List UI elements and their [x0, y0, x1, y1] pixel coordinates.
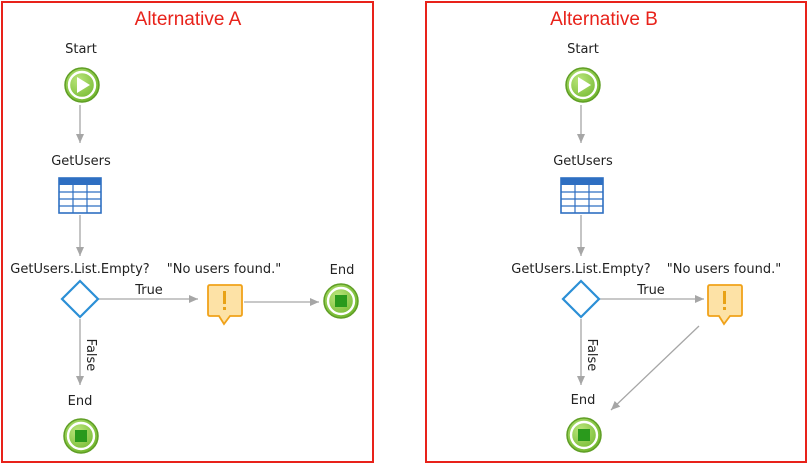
end-node-right-icon[interactable]	[323, 283, 359, 319]
condition-label: GetUsers.List.Empty?	[511, 262, 650, 277]
aggregate-table-icon[interactable]	[58, 177, 102, 214]
true-branch-label: True	[636, 283, 665, 298]
decision-diamond-icon[interactable]	[60, 279, 100, 319]
message-label: "No users found."	[167, 262, 281, 277]
true-branch-label: True	[134, 283, 163, 298]
condition-label: GetUsers.List.Empty?	[10, 262, 149, 277]
alternative-a-panel: Alternative A Start GetUsers GetUsers.Li…	[1, 1, 374, 463]
aggregate-table-icon[interactable]	[560, 177, 604, 214]
panel-title: Alternative A	[135, 9, 242, 30]
message-warning-icon[interactable]	[207, 284, 243, 326]
end-right-label: End	[330, 263, 355, 278]
alternative-a-flow: Alternative A Start GetUsers GetUsers.Li…	[10, 9, 359, 454]
message-warning-icon[interactable]	[707, 284, 743, 326]
alternative-b-flow: Alternative B Start GetUsers GetUsers.Li…	[511, 9, 781, 453]
false-branch-label: False	[83, 339, 98, 372]
start-label: Start	[65, 42, 97, 57]
connector-message-to-end	[610, 325, 700, 411]
false-branch-label: False	[584, 339, 599, 372]
decision-diamond-icon[interactable]	[561, 279, 601, 319]
end-bottom-label: End	[68, 394, 93, 409]
start-node-icon[interactable]	[64, 67, 100, 103]
alternative-b-panel: Alternative B Start GetUsers GetUsers.Li…	[425, 1, 807, 463]
start-label: Start	[567, 42, 599, 57]
end-bottom-label: End	[571, 393, 596, 408]
message-label: "No users found."	[667, 262, 781, 277]
aggregate-label: GetUsers	[51, 154, 111, 169]
panel-title: Alternative B	[550, 9, 658, 30]
end-node-bottom-icon[interactable]	[63, 418, 99, 454]
aggregate-label: GetUsers	[553, 154, 613, 169]
end-node-bottom-icon[interactable]	[566, 417, 602, 453]
start-node-icon[interactable]	[565, 67, 601, 103]
